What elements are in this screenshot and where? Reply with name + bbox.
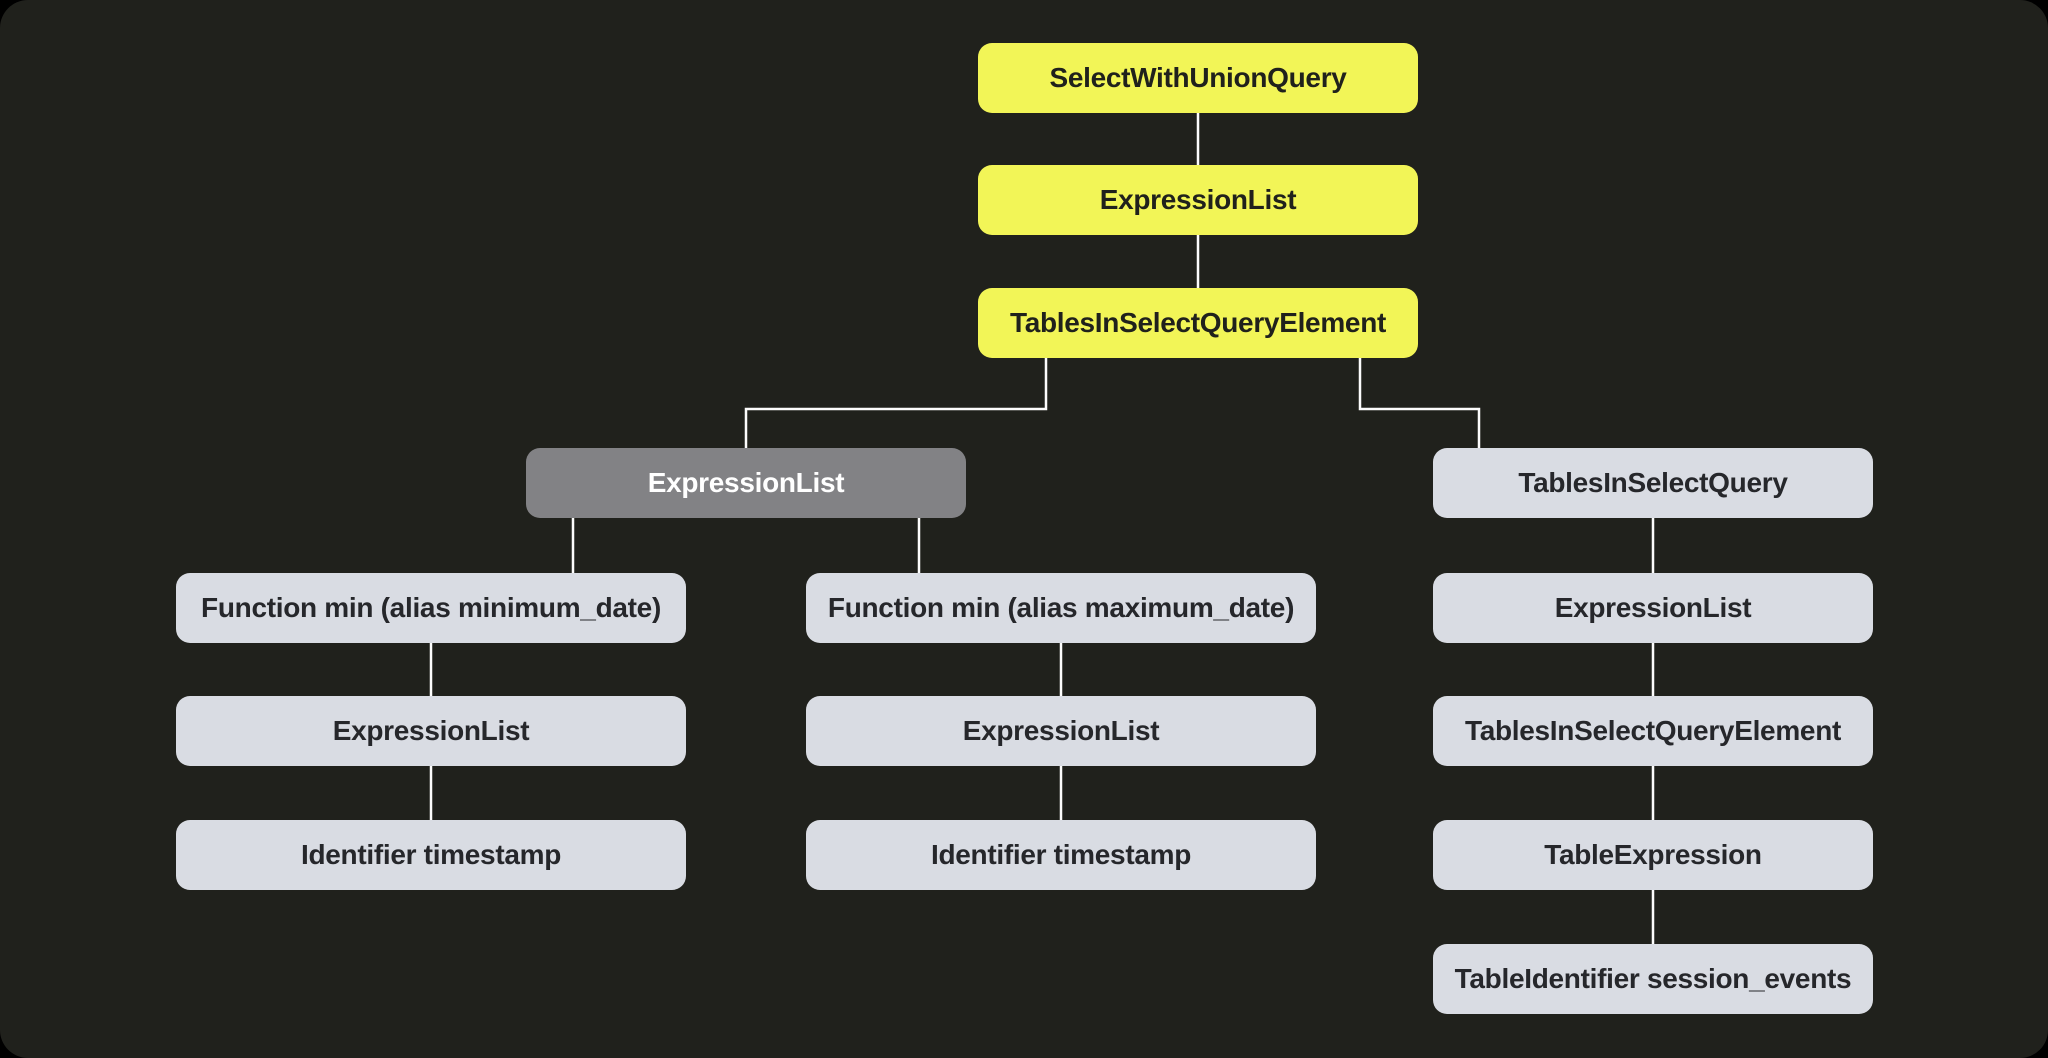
node-function-min-minimum-date[interactable]: Function min (alias minimum_date): [176, 573, 686, 643]
node-tables-in-select-query[interactable]: TablesInSelectQuery: [1433, 448, 1873, 518]
node-expression-list-left[interactable]: ExpressionList: [176, 696, 686, 766]
node-identifier-timestamp-middle[interactable]: Identifier timestamp: [806, 820, 1316, 890]
node-function-min-maximum-date[interactable]: Function min (alias maximum_date): [806, 573, 1316, 643]
node-expression-list-right[interactable]: ExpressionList: [1433, 573, 1873, 643]
node-expression-list-middle[interactable]: ExpressionList: [806, 696, 1316, 766]
node-identifier-timestamp-left[interactable]: Identifier timestamp: [176, 820, 686, 890]
node-expression-list-selected[interactable]: ExpressionList: [526, 448, 966, 518]
node-tables-in-select-query-element-right[interactable]: TablesInSelectQueryElement: [1433, 696, 1873, 766]
node-table-identifier-session-events[interactable]: TableIdentifier session_events: [1433, 944, 1873, 1014]
edge-tablesinselectqueryelement-to-expressionlist-selected: [744, 358, 1048, 448]
node-expression-list-root[interactable]: ExpressionList: [978, 165, 1418, 235]
node-table-expression[interactable]: TableExpression: [1433, 820, 1873, 890]
node-select-with-union-query[interactable]: SelectWithUnionQuery: [978, 43, 1418, 113]
edge-tablesinselectqueryelement-to-tablesinselectquery: [1358, 358, 1481, 448]
node-tables-in-select-query-element[interactable]: TablesInSelectQueryElement: [978, 288, 1418, 358]
